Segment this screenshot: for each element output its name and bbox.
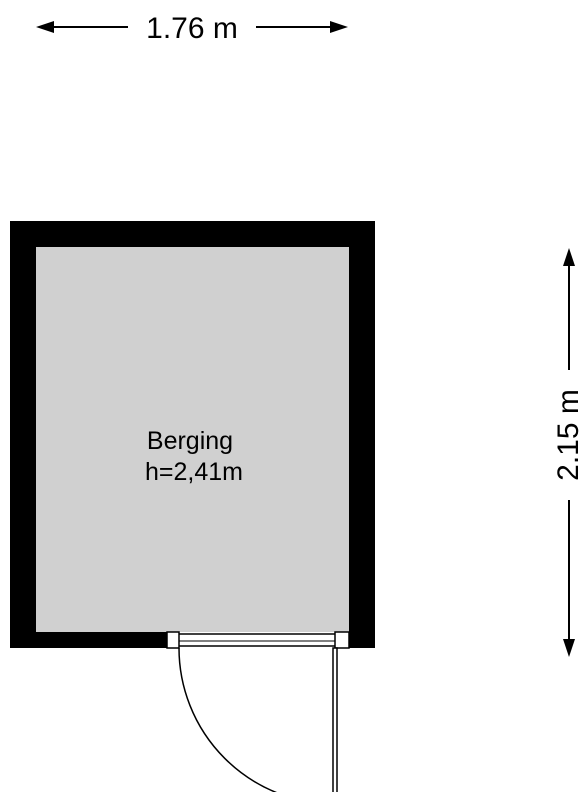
- room-floor: [36, 247, 349, 632]
- width-arrow-left: [36, 21, 54, 33]
- width-dimension-label: 1.76 m: [146, 12, 238, 45]
- door-swing-arc: [178, 647, 278, 792]
- height-arrow-top: [563, 248, 575, 266]
- height-dimension-label: 2.15 m: [552, 389, 582, 481]
- width-dimension: 1.76 m: [36, 12, 348, 45]
- door-opening: [166, 631, 350, 649]
- room-ceiling-height: h=2,41m: [145, 458, 243, 486]
- width-arrow-right: [330, 21, 348, 33]
- height-dimension: 2.15 m: [552, 248, 582, 657]
- door-leaf: [332, 647, 338, 792]
- height-arrow-bottom: [563, 639, 575, 657]
- room-name: Berging: [147, 427, 233, 455]
- door-swing: [178, 647, 338, 792]
